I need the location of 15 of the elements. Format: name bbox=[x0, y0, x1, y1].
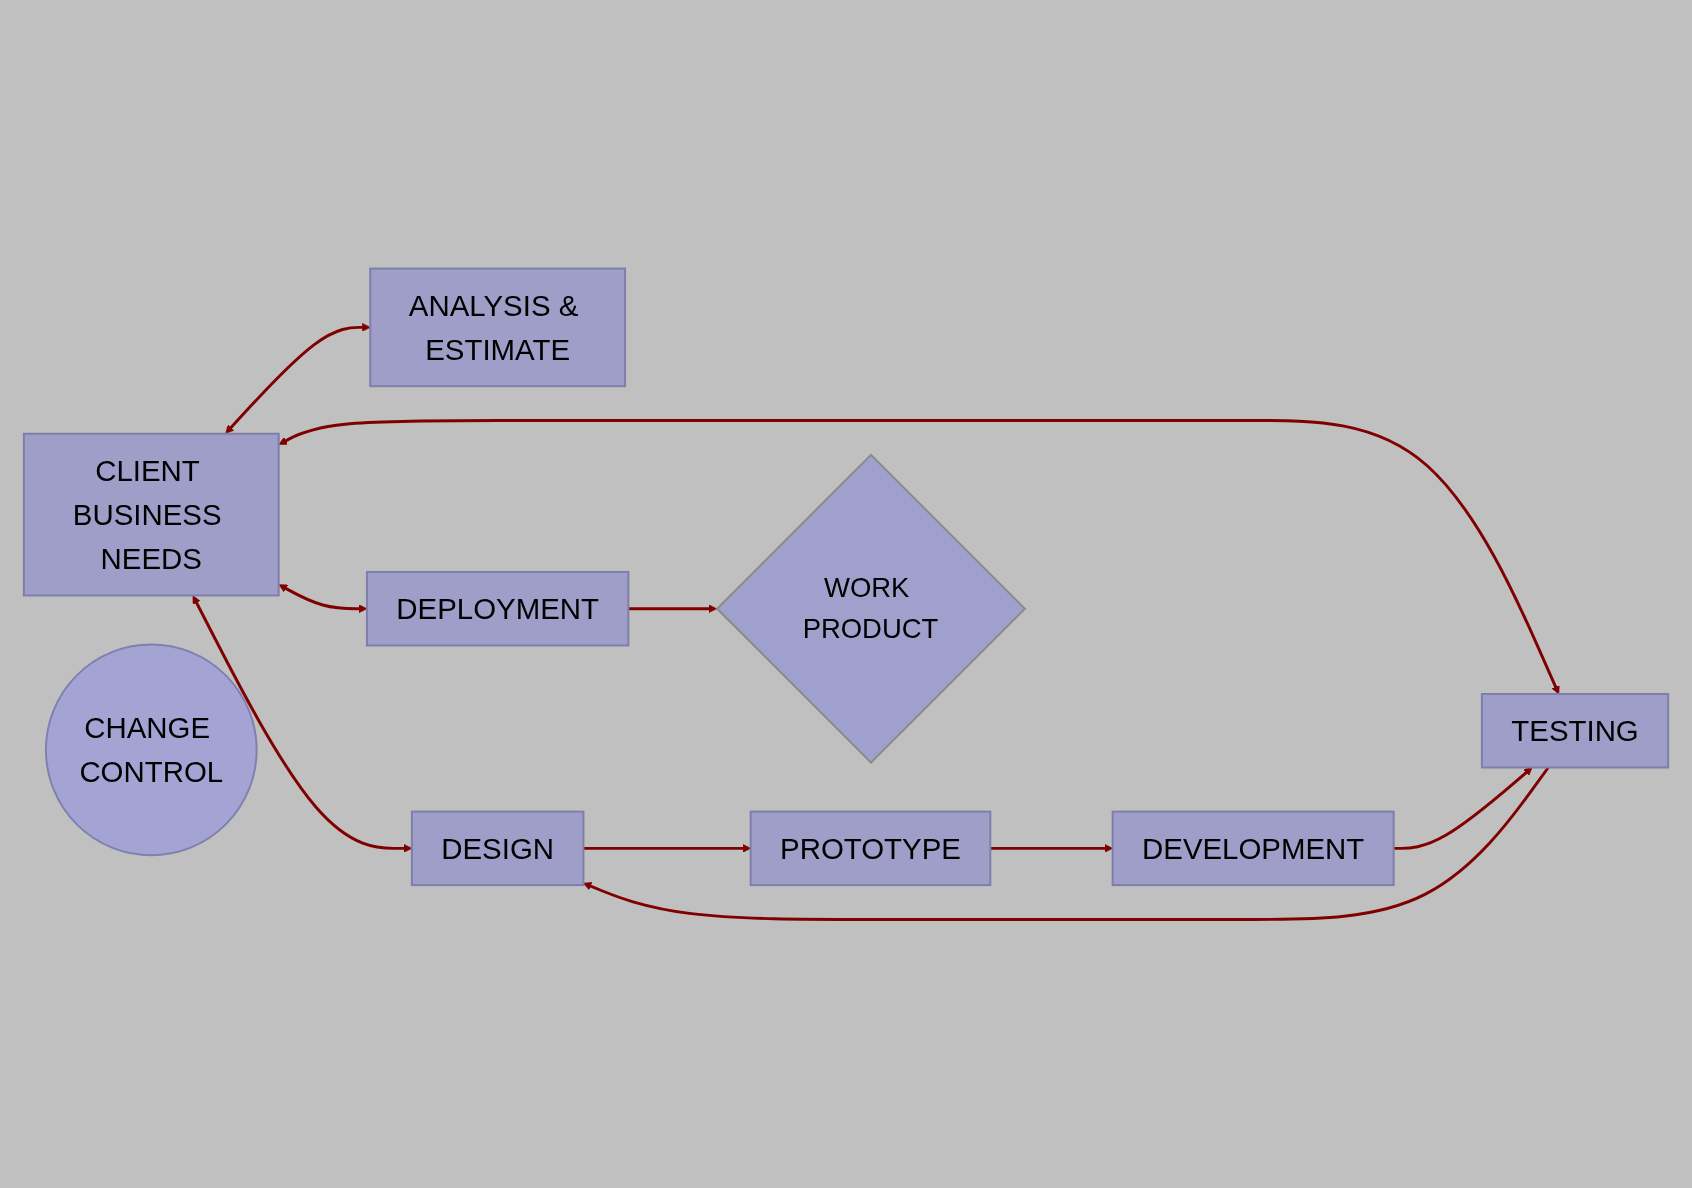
node-diamond: WORK PRODUCT bbox=[715, 453, 1027, 764]
node-box: ANALYSIS & ESTIMATE bbox=[369, 267, 627, 388]
node-circle: CHANGE CONTROL bbox=[44, 643, 258, 857]
arrow bbox=[1393, 767, 1533, 850]
arrow bbox=[278, 419, 1560, 695]
node-box: DESIGN bbox=[410, 810, 585, 887]
node-box: DEVELOPMENT bbox=[1111, 810, 1395, 887]
node-box: CLIENT BUSINESS NEEDS bbox=[22, 432, 280, 597]
arrow bbox=[225, 323, 371, 434]
node-box: TESTING bbox=[1480, 693, 1670, 769]
node-box: PROTOTYPE bbox=[749, 810, 992, 887]
arrow bbox=[628, 604, 717, 613]
node-box: DEPLOYMENT bbox=[365, 570, 630, 647]
arrow bbox=[583, 766, 1550, 921]
arrow bbox=[990, 844, 1113, 853]
